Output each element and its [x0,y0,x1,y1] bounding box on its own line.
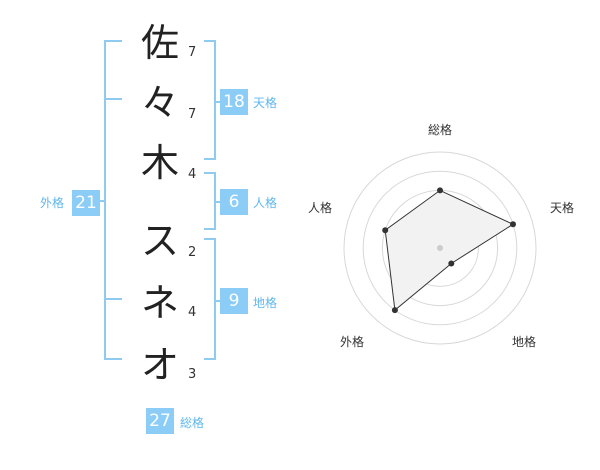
radar-axis-label-chikaku: 地格 [512,334,536,349]
jinkaku-value-box: 6 [220,189,248,215]
name-char-2: 々 [140,81,179,125]
stroke-count-2: 7 [188,107,197,122]
radar-point [391,307,398,314]
radar-point [437,187,443,194]
radar-axis-label-soukaku: 総格 [428,122,452,137]
chikaku-bracket-tick-bottom [204,358,216,360]
name-char-6: オ [140,343,179,387]
tenkaku-bracket-tick-bottom [204,158,216,160]
radar-grid-ring [362,170,518,326]
name-char-4: ス [140,219,179,263]
soukaku-label: 総格 [180,416,205,430]
gaikaku-bracket-tick-mid [104,98,122,100]
chikaku-bracket-tick-top [204,238,216,240]
jinkaku-bracket-tick-top [204,172,216,174]
chikaku-label: 地格 [253,296,278,310]
name-char-5: ネ [140,281,179,325]
radar-center-dot [437,245,443,251]
radar-axis-label-gaikaku: 外格 [340,334,364,349]
stroke-count-5: 4 [188,305,197,320]
gaikaku-label: 外格 [40,196,65,210]
name-char-1: 佐 [140,21,179,65]
chikaku-value-box: 9 [220,288,248,314]
gaikaku-value-box: 21 [72,190,100,216]
radar-point [448,260,455,267]
chikaku-bracket-vertical [214,238,216,360]
stroke-count-1: 7 [188,45,197,60]
jinkaku-bracket-tick-bottom [204,228,216,230]
radar-points [382,187,516,314]
stroke-count-6: 3 [188,367,197,382]
tenkaku-connector [214,101,222,103]
gaikaku-connector [98,200,106,202]
tenkaku-bracket-vertical [214,40,216,160]
radar-chart: 総格 天格 地格 外格 人格 [308,122,574,349]
jinkaku-connector [214,201,222,203]
stroke-count-4: 2 [188,245,197,260]
jinkaku-label: 人格 [253,196,278,210]
stroke-count-3: 4 [188,167,197,182]
tenkaku-value-box: 18 [220,89,248,115]
tenkaku-bracket-tick-top [204,40,216,42]
gaikaku-bracket-tick-lower [104,298,122,300]
radar-axis-label-jinkaku: 人格 [308,200,332,215]
chikaku-connector [214,300,222,302]
name-char-3: 木 [140,141,179,185]
radar-grid-ring [343,151,537,345]
soukaku-value-box: 27 [146,408,174,434]
gaikaku-bracket-tick-bottom [104,358,122,360]
radar-point [510,221,516,228]
radar-axis-label-tenkaku: 天格 [550,200,574,215]
gaikaku-bracket-tick-top [104,40,122,42]
radar-area [384,189,515,312]
tenkaku-label: 天格 [253,96,278,110]
radar-point [382,227,389,234]
